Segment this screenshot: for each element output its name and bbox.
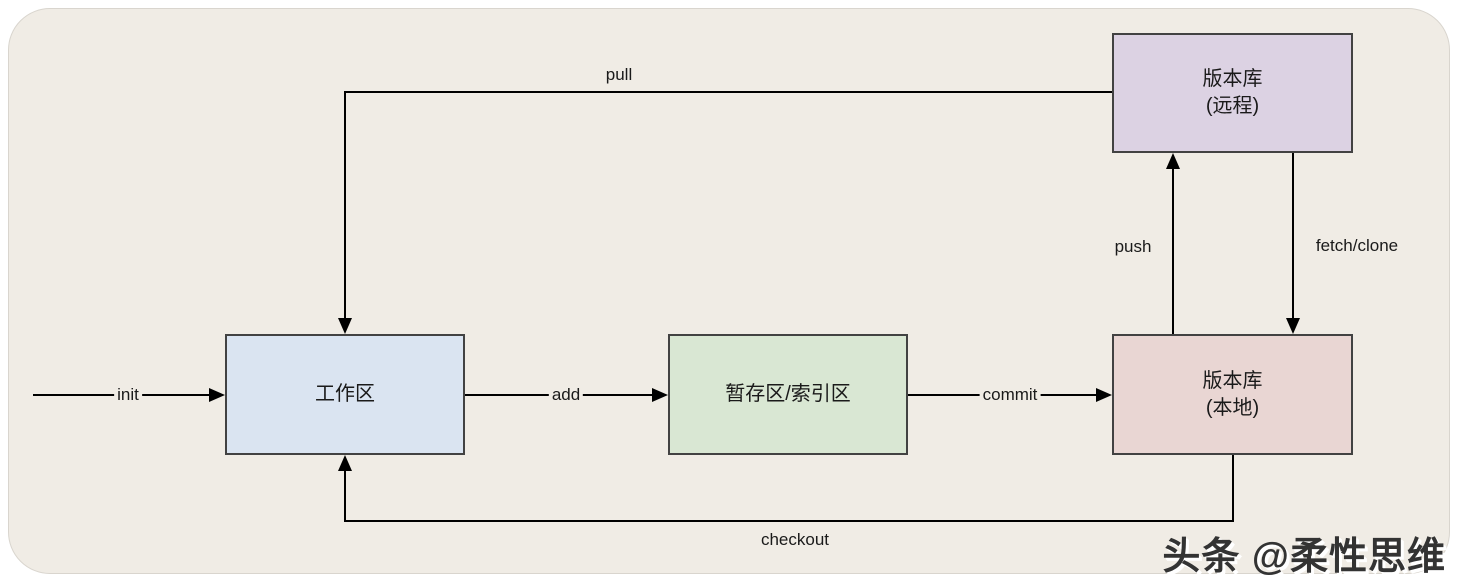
node-remote-repo: 版本库 (远程) [1112,33,1353,153]
edge-pull-label: pull [605,65,633,84]
watermark: 头条 @柔性思维 [1162,536,1446,578]
node-local-repo-label-line1: 版本库 [1202,369,1263,392]
edge-push-label: push [1114,237,1152,256]
edge-fetch-clone-label: fetch/clone [1315,236,1399,255]
edge-commit-label: commit [979,385,1041,405]
edge-checkout-label: checkout [760,530,830,549]
edge-init-label: init [114,385,142,405]
node-remote-repo-label-line2: (远程) [1205,95,1260,117]
node-local-repo-label-line2: (本地) [1205,396,1260,419]
node-working-area: 工作区 [225,334,465,455]
node-staging-area: 暂存区/索引区 [668,334,908,455]
node-remote-repo-label-line1: 版本库 [1202,68,1263,90]
node-working-area-label: 工作区 [315,383,375,405]
node-local-repo: 版本库 (本地) [1112,334,1353,455]
edge-add-label: add [548,385,584,405]
node-staging-area-label: 暂存区/索引区 [725,383,851,405]
